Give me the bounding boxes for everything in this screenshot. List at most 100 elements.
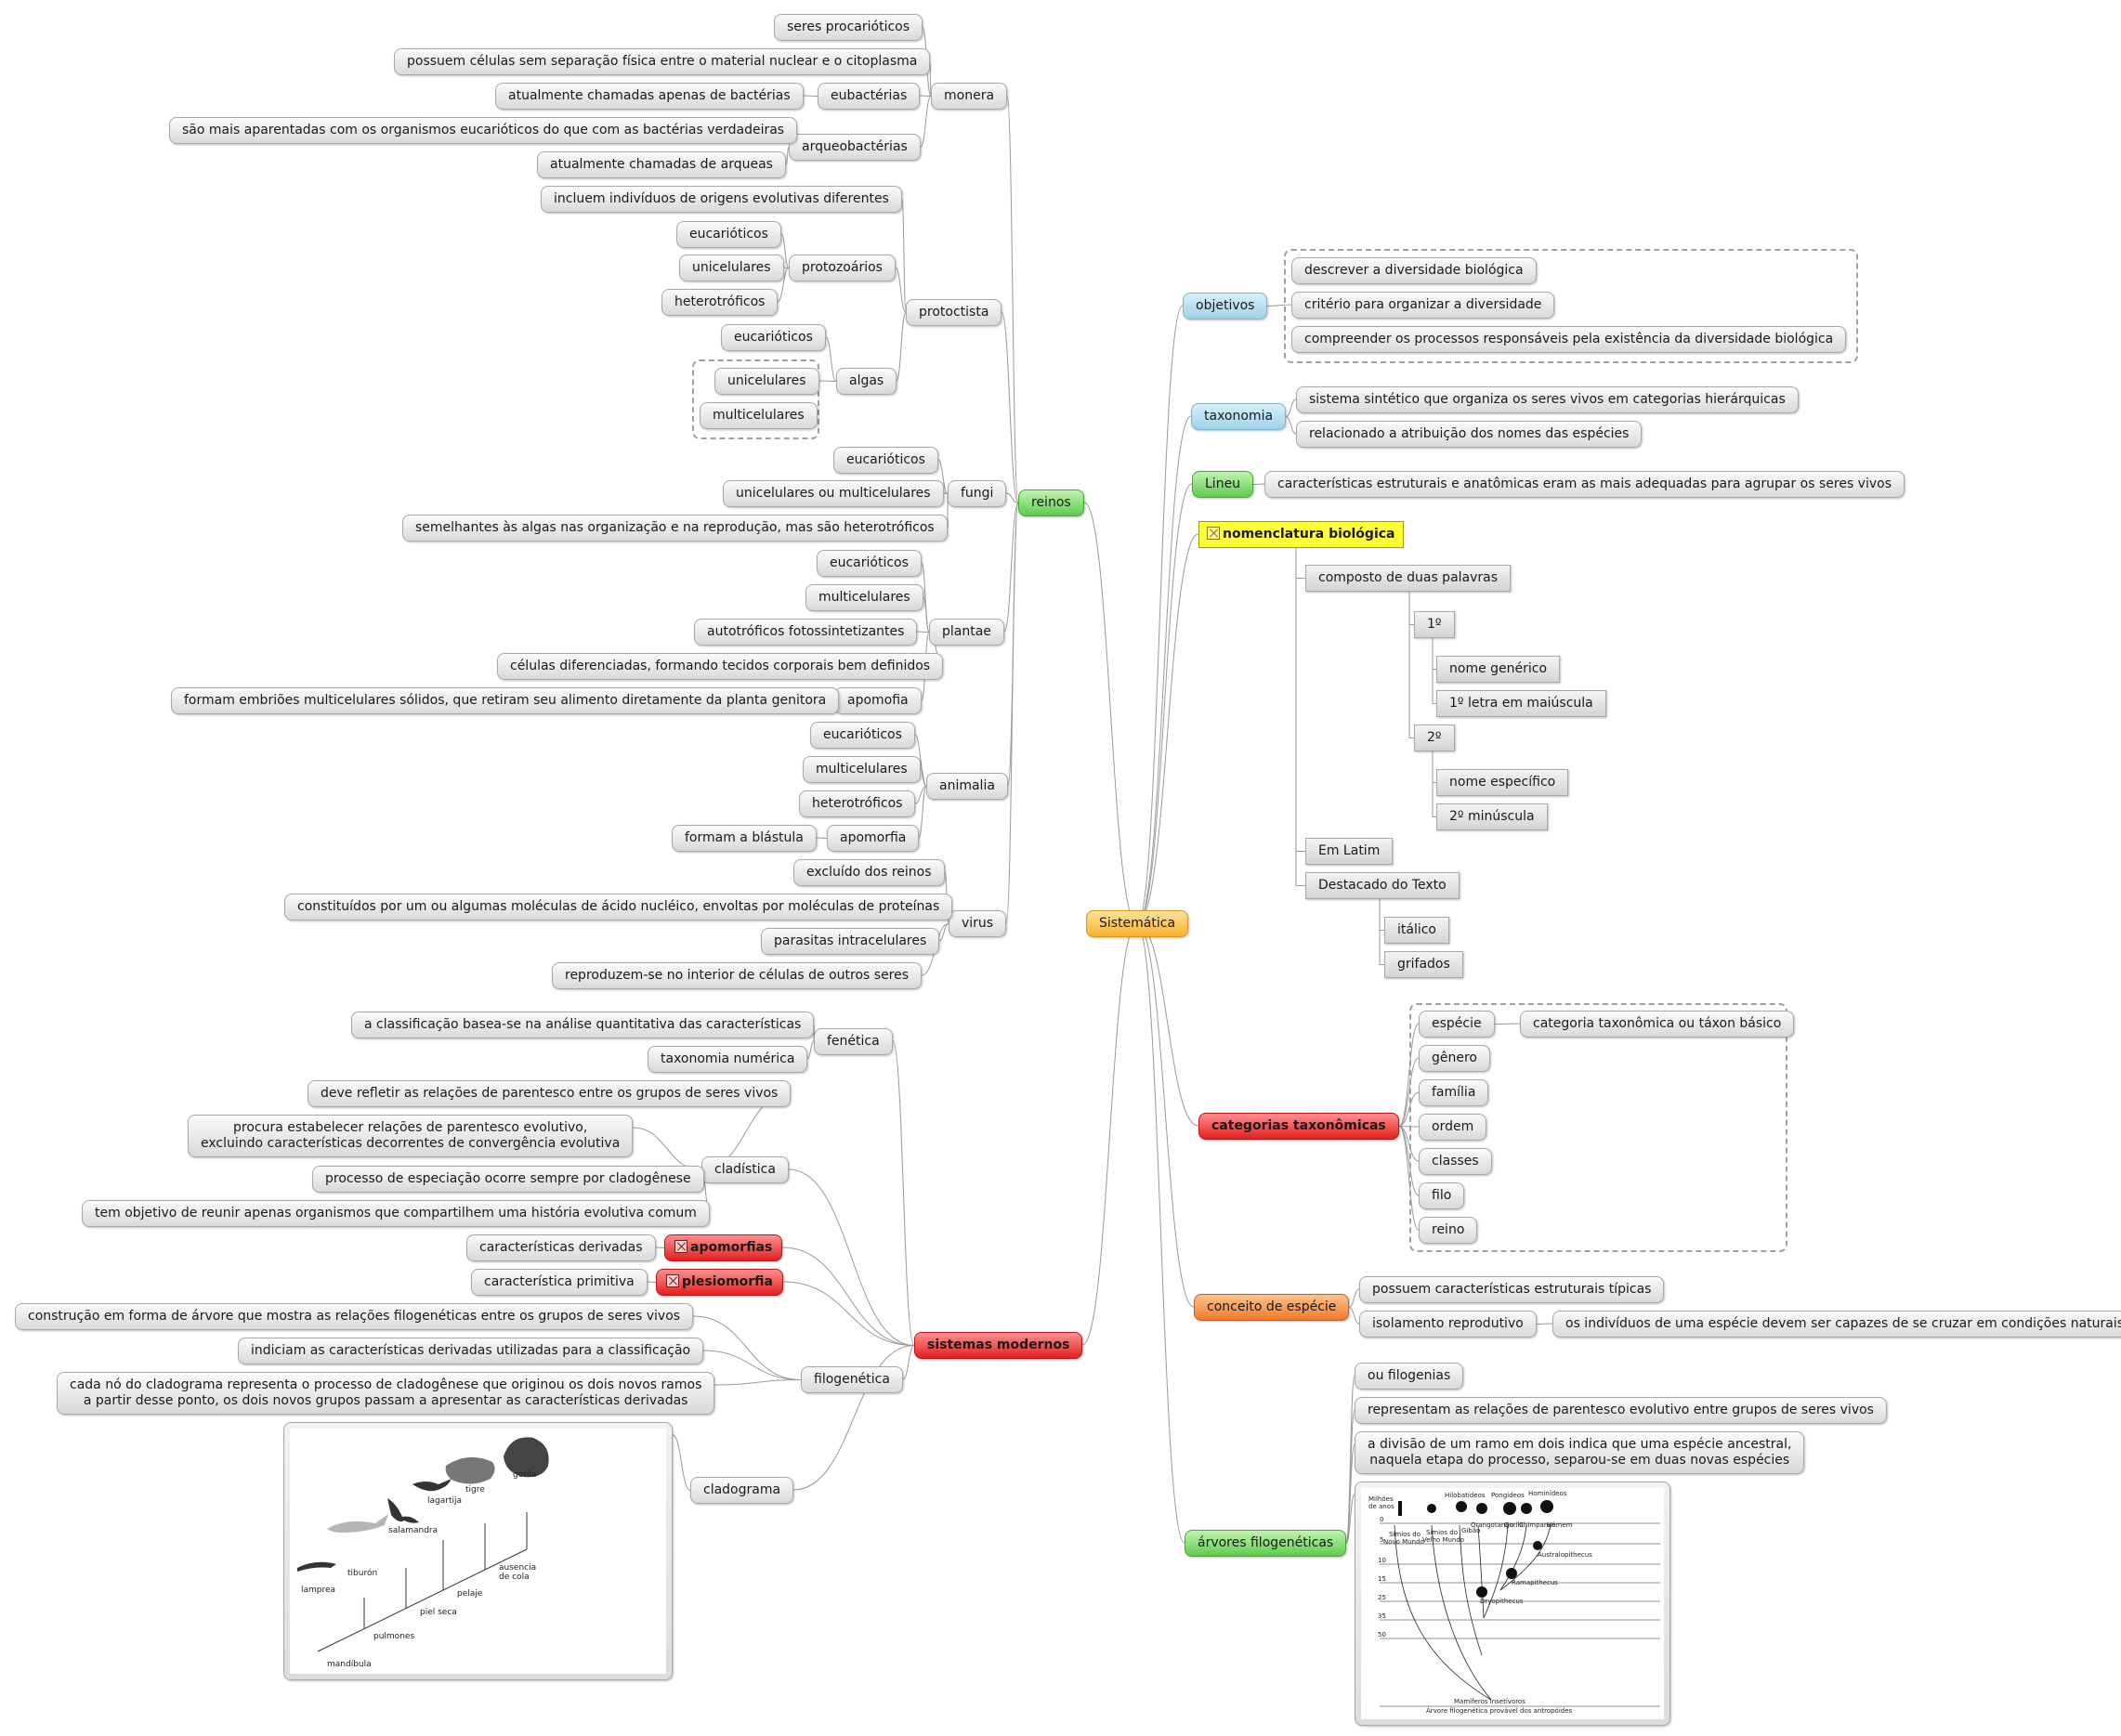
categoria-item[interactable]: família <box>1419 1079 1489 1106</box>
taxonomia-item[interactable]: sistema sintético que organiza os seres … <box>1296 386 1799 413</box>
lineu-note[interactable]: características estruturais e anatômicas… <box>1264 471 1905 498</box>
objetivos-item[interactable]: descrever a diversidade biológica <box>1291 257 1537 284</box>
protozoarios-item[interactable]: eucarióticos <box>676 221 781 248</box>
topic-plesiomorfia[interactable]: plesiomorfia <box>656 1269 783 1296</box>
topic-monera[interactable]: monera <box>931 83 1008 110</box>
virus-item[interactable]: excluído dos reinos <box>793 859 945 886</box>
virus-item[interactable]: reproduzem-se no interior de células de … <box>552 962 923 989</box>
topic-conceito-de-especie[interactable]: conceito de espécie <box>1194 1294 1350 1321</box>
topic-cladistica[interactable]: cladística <box>701 1156 789 1183</box>
topic-animalia[interactable]: animalia <box>926 773 1008 800</box>
nomenclatura-destacado-item[interactable]: itálico <box>1384 917 1449 944</box>
nomenclatura-latim[interactable]: Em Latim <box>1305 838 1394 865</box>
algas-group-item[interactable]: multicelulares <box>700 402 818 429</box>
categoria-item[interactable]: gênero <box>1419 1045 1490 1072</box>
animalia-apomorfia[interactable]: apomorfia <box>827 825 920 852</box>
objetivos-item[interactable]: compreender os processos responsáveis pe… <box>1291 326 1847 353</box>
categoria-especie[interactable]: espécie <box>1419 1011 1495 1038</box>
cladistica-item[interactable]: procura estabelecer relações de parentes… <box>188 1115 634 1157</box>
conceito-item[interactable]: isolamento reprodutivo <box>1359 1311 1537 1338</box>
algas-item[interactable]: eucarióticos <box>721 324 826 351</box>
plantae-item[interactable]: multicelulares <box>805 584 923 611</box>
apomorfias-note[interactable]: características derivadas <box>466 1234 656 1261</box>
conceito-item[interactable]: possuem características estruturais típi… <box>1359 1276 1665 1303</box>
plantae-item[interactable]: eucarióticos <box>817 550 922 577</box>
nomenclatura-primeiro[interactable]: 1º <box>1414 611 1455 638</box>
conceito-isolamento-note[interactable]: os indivíduos de uma espécie devem ser c… <box>1552 1311 2121 1338</box>
topic-arqueobacterias[interactable]: arqueobactérias <box>789 134 921 161</box>
topic-apomorfias[interactable]: apomorfias <box>664 1234 783 1261</box>
nomenclatura-segundo-item[interactable]: 2º minúscula <box>1436 803 1548 830</box>
protozoarios-item[interactable]: heterotróficos <box>661 289 779 316</box>
nomenclatura-destacado-item[interactable]: grifados <box>1384 951 1463 978</box>
nomenclatura-destacado[interactable]: Destacado do Texto <box>1305 872 1460 899</box>
animalia-item[interactable]: eucarióticos <box>810 722 915 749</box>
cladistica-item[interactable]: tem objetivo de reunir apenas organismos… <box>82 1200 710 1227</box>
cladistica-item[interactable]: processo de especiação ocorre sempre por… <box>312 1166 704 1193</box>
plantae-apomorfia-note[interactable]: formam embriões multicelulares sólidos, … <box>171 687 840 714</box>
topic-fenetica[interactable]: fenética <box>814 1028 893 1055</box>
topic-fungi[interactable]: fungi <box>948 480 1007 507</box>
filogenetica-item[interactable]: cada nó do cladograma representa o proce… <box>57 1372 715 1415</box>
topic-nomenclatura-biologica[interactable]: nomenclatura biológica <box>1198 521 1404 548</box>
topic-eubacterias[interactable]: eubactérias <box>818 83 921 110</box>
categoria-item[interactable]: reino <box>1419 1217 1478 1244</box>
plesiomorfia-note[interactable]: característica primitiva <box>471 1269 648 1296</box>
filogenetica-item[interactable]: indiciam as características derivadas ut… <box>238 1338 704 1364</box>
arvores-item[interactable]: ou filogenias <box>1355 1363 1464 1390</box>
animalia-item[interactable]: multicelulares <box>803 756 921 783</box>
categoria-especie-note[interactable]: categoria taxonômica ou táxon básico <box>1520 1011 1795 1038</box>
filogenetica-item[interactable]: construção em forma de árvore que mostra… <box>15 1303 694 1330</box>
topic-taxonomia[interactable]: taxonomia <box>1191 403 1287 430</box>
protoctista-note[interactable]: incluem indivíduos de origens evolutivas… <box>541 186 902 213</box>
fungi-item[interactable]: eucarióticos <box>833 447 938 474</box>
topic-reinos[interactable]: reinos <box>1018 489 1084 516</box>
arqueobacterias-note-1[interactable]: são mais aparentadas com os organismos e… <box>169 117 798 144</box>
topic-protoctista[interactable]: protoctista <box>906 299 1002 326</box>
fungi-item[interactable]: semelhantes às algas nas organização e n… <box>402 515 948 542</box>
root-topic-sistematica[interactable]: Sistemática <box>1086 910 1189 937</box>
protozoarios-item[interactable]: unicelulares <box>679 255 784 281</box>
topic-objetivos[interactable]: objetivos <box>1183 293 1268 320</box>
animalia-item[interactable]: heterotróficos <box>799 790 916 817</box>
nomenclatura-primeiro-item[interactable]: nome genérico <box>1436 656 1561 683</box>
arvores-item[interactable]: representam as relações de parentesco ev… <box>1355 1397 1887 1424</box>
nomenclatura-primeiro-item[interactable]: 1º letra em maiúscula <box>1436 690 1606 717</box>
topic-sistemas-modernos[interactable]: sistemas modernos <box>914 1332 1083 1359</box>
topic-algas[interactable]: algas <box>836 368 897 395</box>
topic-arvores-filogeneticas[interactable]: árvores filogenéticas <box>1185 1530 1347 1557</box>
monera-seres-procarioticos[interactable]: seres procarióticos <box>774 14 923 41</box>
categoria-item[interactable]: filo <box>1419 1182 1465 1209</box>
fenetica-item[interactable]: a classificação basea-se na análise quan… <box>351 1012 815 1038</box>
animalia-apomorfia-note[interactable]: formam a blástula <box>672 825 817 852</box>
topic-lineu[interactable]: Lineu <box>1192 471 1254 498</box>
topic-virus[interactable]: virus <box>949 910 1007 937</box>
cladogram-taxon-label: salamandra <box>388 1526 438 1535</box>
topic-plantae[interactable]: plantae <box>929 619 1004 646</box>
objetivos-item[interactable]: critério para organizar a diversidade <box>1291 292 1555 319</box>
monera-celulas[interactable]: possuem células sem separação física ent… <box>394 48 931 75</box>
topic-filogenetica[interactable]: filogenética <box>801 1366 903 1393</box>
tree-caption: Árvore filogenética provável dos antropó… <box>1426 1706 1573 1715</box>
categoria-item[interactable]: ordem <box>1419 1114 1487 1141</box>
plantae-apomorfia[interactable]: apomofia <box>834 687 922 714</box>
nomenclatura-segundo-item[interactable]: nome específico <box>1436 769 1569 796</box>
fenetica-item[interactable]: taxonomia numérica <box>648 1046 808 1073</box>
algas-group-item[interactable]: unicelulares <box>714 368 819 395</box>
taxonomia-item[interactable]: relacionado a atribuição dos nomes das e… <box>1296 421 1643 448</box>
cladistica-item[interactable]: deve refletir as relações de parentesco … <box>308 1080 792 1107</box>
nomenclatura-composto[interactable]: composto de duas palavras <box>1305 565 1512 592</box>
nomenclatura-segundo[interactable]: 2º <box>1414 724 1455 751</box>
categoria-item[interactable]: classes <box>1419 1148 1492 1175</box>
eubacterias-note[interactable]: atualmente chamadas apenas de bactérias <box>495 83 804 110</box>
topic-cladograma[interactable]: cladograma <box>690 1477 794 1504</box>
arqueobacterias-note-2[interactable]: atualmente chamadas de arqueas <box>537 151 786 178</box>
fungi-item[interactable]: unicelulares ou multicelulares <box>723 480 944 507</box>
plantae-item[interactable]: autotróficos fotossintetizantes <box>694 619 918 646</box>
virus-item[interactable]: constituídos por um ou algumas moléculas… <box>284 894 953 920</box>
plantae-item[interactable]: células diferenciadas, formando tecidos … <box>497 653 944 680</box>
topic-protozoarios[interactable]: protozoários <box>789 255 896 281</box>
topic-categorias-taxonomicas[interactable]: categorias taxonômicas <box>1198 1113 1399 1140</box>
virus-item[interactable]: parasitas intracelulares <box>761 928 940 955</box>
arvores-item[interactable]: a divisão de um ramo em dois indica que … <box>1355 1431 1805 1474</box>
